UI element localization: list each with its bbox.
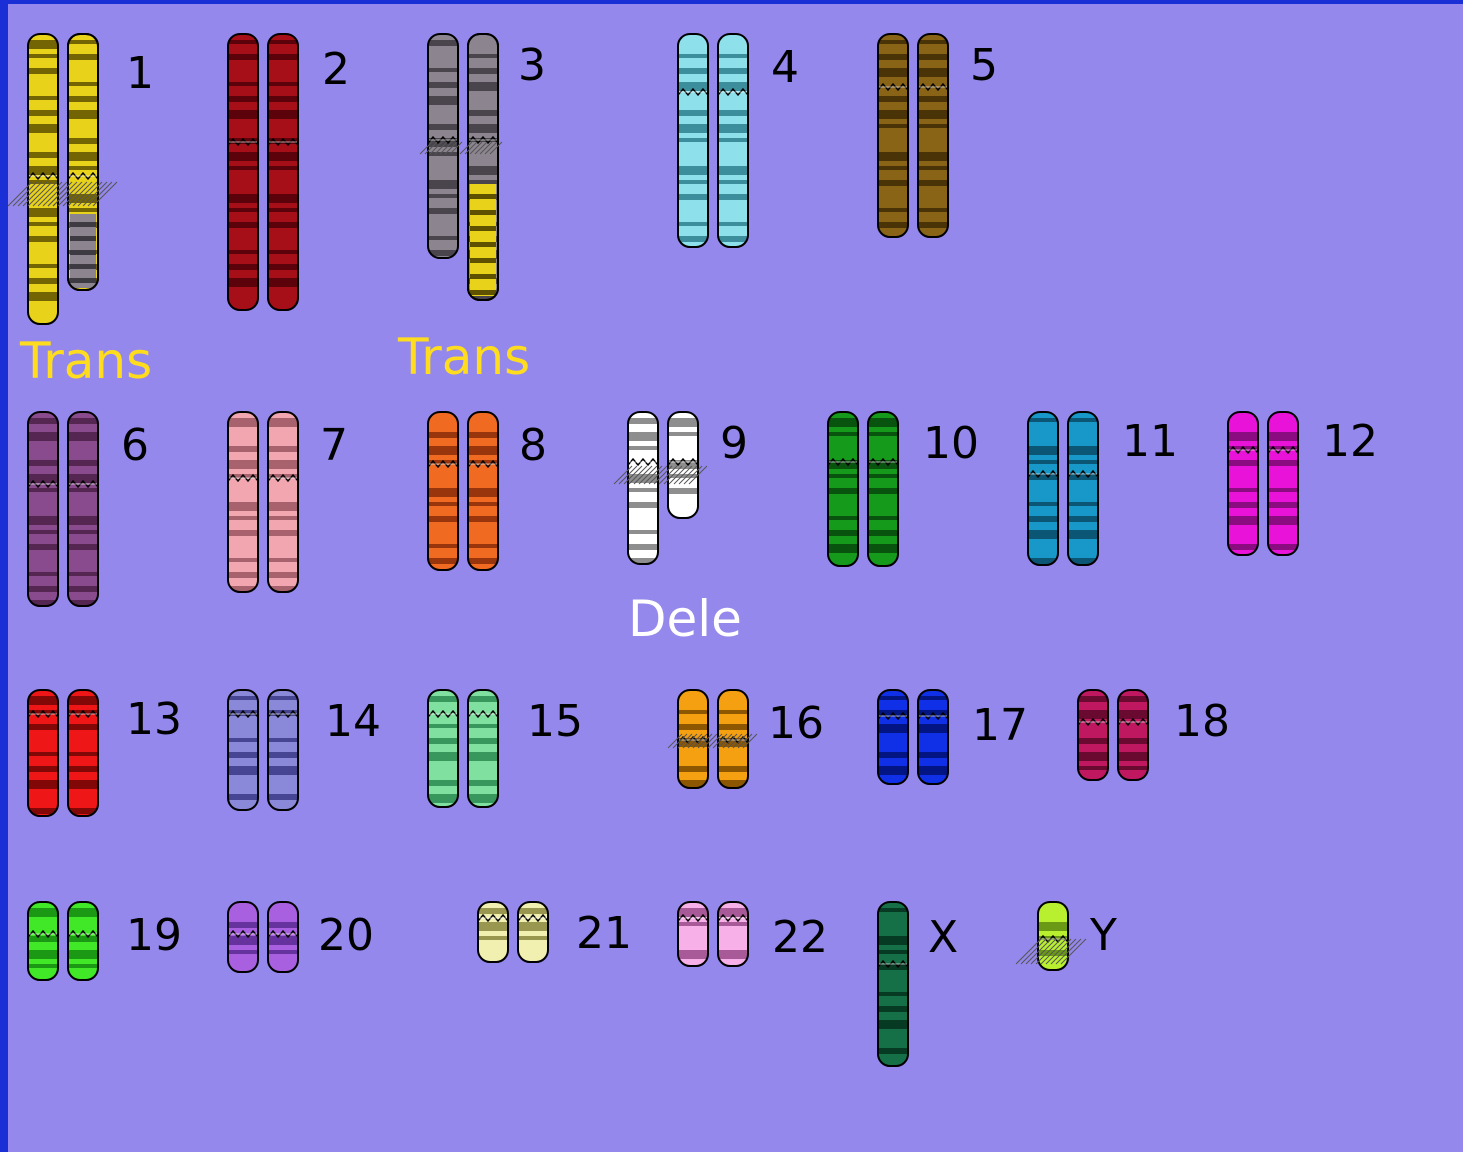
chromosome-pair-2	[228, 34, 298, 310]
chromatid-12b	[1268, 412, 1298, 555]
chromosome-pair-6	[28, 412, 98, 609]
chromatid-21a	[478, 902, 508, 962]
chromosome-label-14: 14	[325, 700, 381, 744]
chromosome-label-X: X	[928, 916, 958, 960]
chromatid-5a	[878, 34, 908, 237]
chromosome-pair-22	[678, 902, 748, 966]
chromatid-2a	[228, 34, 258, 310]
chromosome-label-6: 6	[121, 424, 149, 468]
chromosome-label-20: 20	[318, 914, 374, 958]
chromatid-19a	[28, 902, 58, 980]
chromosome-pair-4	[678, 34, 748, 247]
chromatid-4a	[678, 34, 708, 247]
deletion-annotation-9: Dele	[628, 594, 742, 644]
chromosome-label-11: 11	[1122, 420, 1178, 464]
chromatid-X	[878, 902, 908, 1066]
chromatid-16b	[718, 690, 748, 789]
chromosome-pair-11	[1028, 412, 1098, 565]
karyotype-diagram	[8, 4, 1463, 1152]
chromatid-15b	[468, 690, 498, 807]
chromosome-label-21: 21	[576, 912, 632, 956]
chromatid-19b	[68, 902, 98, 980]
chromosome-label-5: 5	[970, 44, 998, 88]
chromosome-pair-9	[614, 412, 707, 567]
chromatid-18b	[1118, 690, 1148, 780]
chromosome-label-12: 12	[1322, 420, 1378, 464]
chromosome-label-18: 18	[1174, 700, 1230, 744]
chromosome-label-3: 3	[518, 44, 546, 88]
chromosome-label-8: 8	[519, 424, 547, 468]
chromosome-pair-21	[478, 902, 548, 962]
chromatid-6b	[68, 412, 98, 609]
translocated-segment-1	[470, 184, 496, 296]
chromosome-label-7: 7	[320, 424, 348, 468]
chromatid-15a	[428, 690, 458, 807]
chromatid-14b	[268, 690, 298, 810]
chromatid-20a	[228, 902, 258, 972]
chromatid-1a	[28, 34, 58, 324]
translocation-annotation-3: Trans	[398, 332, 530, 382]
chromosome-label-9: 9	[720, 422, 748, 466]
chromosome-label-17: 17	[972, 704, 1028, 748]
chromatid-7b	[268, 412, 298, 595]
chromosome-pair-1	[8, 34, 117, 324]
chromosome-pair-16	[668, 690, 757, 789]
chromosome-pair-3	[420, 34, 502, 301]
karyotype-panel: 1 2 3 4 5 6 7 8 9 10 11 12 13 14 15 16 1…	[8, 4, 1463, 1152]
chromosome-pair-12	[1228, 412, 1298, 555]
chromosome-label-19: 19	[126, 914, 182, 958]
chromatid-21b	[518, 902, 548, 962]
chromosome-pair-Y	[1016, 902, 1086, 970]
chromosome-label-2: 2	[322, 48, 350, 92]
chromosome-pair-20	[228, 902, 298, 972]
chromatid-9b-deleted	[668, 412, 698, 518]
chromatid-18a	[1078, 690, 1108, 780]
chromatid-5b	[918, 34, 948, 237]
chromatid-6a	[28, 412, 58, 609]
chromosome-pair-15	[428, 690, 498, 807]
chromatid-4b	[718, 34, 748, 247]
chromatid-16a	[678, 690, 708, 789]
chromatid-7a	[228, 412, 258, 595]
chromosome-label-Y: Y	[1090, 914, 1117, 958]
chromatid-20b	[268, 902, 298, 972]
chromosome-pair-19	[28, 902, 98, 980]
chromosome-label-16: 16	[768, 702, 824, 746]
chromosome-pair-5	[878, 34, 948, 237]
translocation-annotation-1: Trans	[20, 336, 152, 386]
chromosome-label-22: 22	[772, 916, 828, 960]
chromosome-pair-14	[228, 690, 298, 810]
chromatid-8b	[468, 412, 498, 570]
chromatid-13a	[28, 690, 58, 816]
chromatid-10a	[828, 412, 858, 566]
chromatid-Y	[1038, 902, 1068, 970]
chromosome-pair-X	[878, 902, 908, 1066]
chromosome-label-13: 13	[126, 698, 182, 742]
chromosome-pair-8	[428, 412, 498, 570]
chromosome-label-15: 15	[527, 700, 583, 744]
chromatid-14a	[228, 690, 258, 810]
chromosome-label-1: 1	[126, 52, 154, 96]
chromatid-13b	[68, 690, 98, 816]
chromatid-10b	[868, 412, 898, 566]
chromatid-22b	[718, 902, 748, 966]
chromatid-2b	[268, 34, 298, 310]
chromosome-pair-10	[828, 412, 898, 566]
chromosome-pair-7	[228, 412, 298, 595]
chromosome-pair-13	[28, 690, 98, 816]
chromosome-label-10: 10	[923, 422, 979, 466]
chromatid-22a	[678, 902, 708, 966]
chromosome-pair-18	[1078, 690, 1148, 780]
chromatid-9a	[628, 412, 658, 567]
chromosome-label-4: 4	[771, 46, 799, 90]
chromatid-17a	[878, 690, 908, 784]
chromatid-17b	[918, 690, 948, 784]
chromatid-11b	[1068, 412, 1098, 565]
chromatid-11a	[1028, 412, 1058, 565]
chromosome-pair-17	[878, 690, 948, 784]
chromatid-8a	[428, 412, 458, 570]
chromatid-12a	[1228, 412, 1258, 555]
